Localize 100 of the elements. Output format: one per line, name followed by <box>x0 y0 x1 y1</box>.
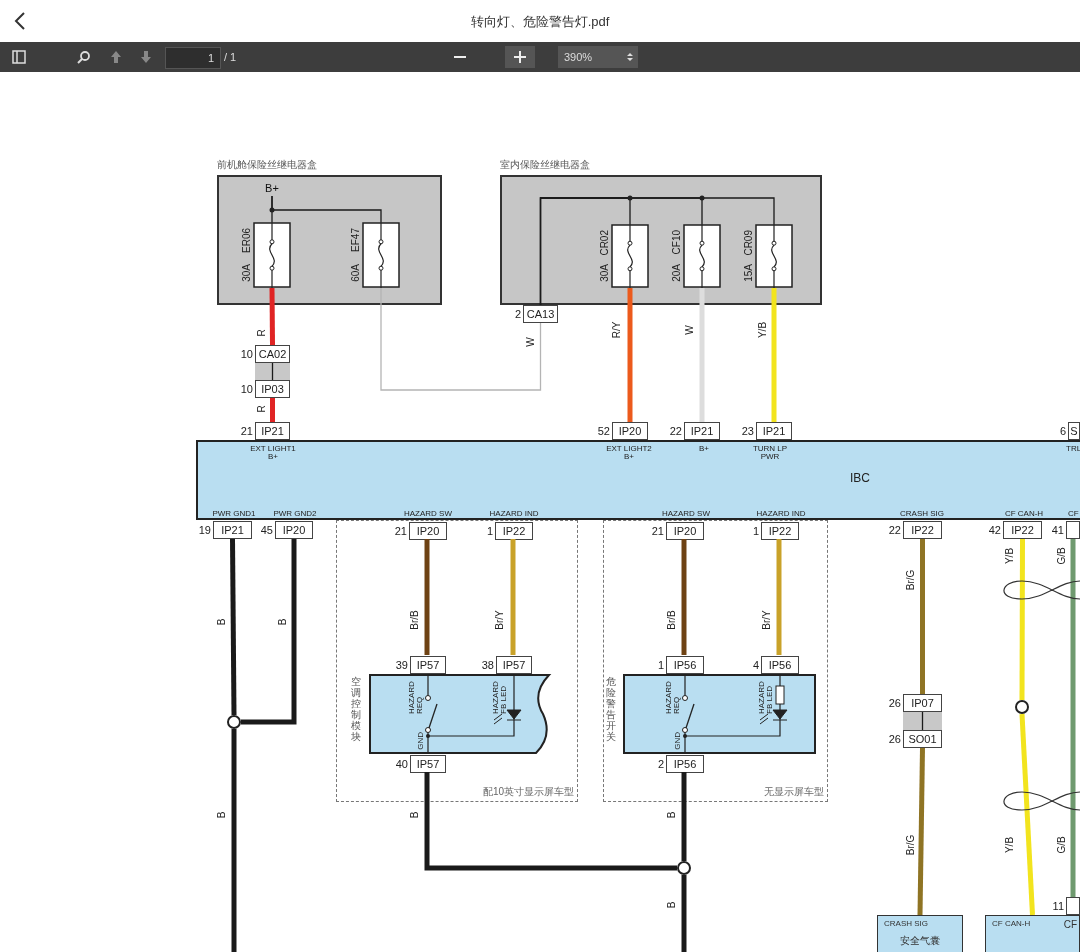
fuse-label: ER06 <box>240 228 252 253</box>
circuit-line <box>380 287 542 391</box>
pin-function-label: HAZARD IND <box>488 510 540 518</box>
option-group-frame <box>336 520 578 802</box>
pin-number: 4 <box>751 659 759 671</box>
wire <box>270 398 275 422</box>
box-title: 室内保险丝继电器盒 <box>500 158 590 172</box>
pin-number: 22 <box>887 524 901 536</box>
pin-function-label: TRL <box>1066 445 1080 453</box>
wire-color-label: Br/B <box>667 610 677 630</box>
wire-color-label: Br/Y <box>762 610 772 630</box>
wire <box>681 539 687 655</box>
fuse-label: 15A <box>742 264 754 282</box>
box-title: 前机舱保险丝继电器盒 <box>217 158 317 172</box>
wire-color-label: B <box>217 811 227 819</box>
module-name: 安全气囊 <box>900 934 940 948</box>
fuse-label: 20A <box>670 264 682 282</box>
pin-function-label: HAZARD FB LED <box>758 680 774 714</box>
pin-function-label: GND <box>417 732 425 750</box>
wire-color-label: Y/B <box>758 321 768 339</box>
pin-number: 26 <box>887 733 901 745</box>
connector-label: IP20 <box>275 521 313 539</box>
fuse-label: EF47 <box>349 228 361 252</box>
variant-note: 配10英寸显示屏车型 <box>482 785 574 799</box>
splice-point <box>677 861 691 875</box>
wire-color-label: R/Y <box>612 321 622 339</box>
connector-label: IP22 <box>495 522 533 540</box>
control-unit-band <box>196 440 1080 520</box>
pin-number: 1 <box>656 659 664 671</box>
wire <box>771 288 777 422</box>
pin-number: 23 <box>740 425 754 437</box>
pin-number: 22 <box>668 425 682 437</box>
wire-color-label: R <box>257 405 267 413</box>
wire-color-label: B <box>667 811 677 819</box>
pin-number: 42 <box>987 524 1001 536</box>
module-name: 空调控制模块 <box>351 676 361 742</box>
pin-number: 21 <box>393 525 407 537</box>
zoom-select: 390% <box>558 46 638 68</box>
pin-function-label: HAZARD FB LED <box>492 680 508 714</box>
connector-label: IP56 <box>761 656 799 674</box>
splice-point <box>227 715 241 729</box>
module-box <box>985 915 1080 952</box>
wire <box>681 772 687 861</box>
circuit-line <box>921 711 924 731</box>
wire-color-label: B <box>217 618 227 626</box>
fuse-label: 30A <box>240 264 252 282</box>
variant-note: 无显示屏车型 <box>764 785 824 799</box>
power-label: B+ <box>262 182 282 194</box>
module-name: 危险警告开关 <box>606 676 616 742</box>
pin-function-label: TURN LP PWR <box>751 445 789 461</box>
pin-function-label: HAZARD SW <box>661 510 711 518</box>
fuse-label: 60A <box>349 264 361 282</box>
wire <box>681 875 687 952</box>
wire <box>1019 713 1035 916</box>
wire <box>917 747 925 916</box>
connector-label: IP57 <box>410 755 446 773</box>
wire-color-label: Br/Y <box>495 610 505 630</box>
pin-function-label: CF CAN-H <box>1003 510 1045 518</box>
connector-label: IP21 <box>684 422 720 440</box>
connector-label: IP20 <box>409 522 447 540</box>
wire-color-label: G/B <box>1057 547 1067 565</box>
pin-number: 40 <box>394 758 408 770</box>
pin-function-label: EXT LIGHT1 B+ <box>249 445 297 461</box>
wire-color-label: Br/G <box>906 569 916 591</box>
connector-label: IP21 <box>213 521 252 539</box>
pin-function-label: HAZARD SW <box>403 510 453 518</box>
wire-color-label: B <box>667 901 677 909</box>
pin-number: 10 <box>239 383 253 395</box>
pin-number: 2 <box>656 758 664 770</box>
pin-number: 45 <box>259 524 273 536</box>
pin-function-label: CF <box>1068 510 1080 518</box>
pin-number: 21 <box>239 425 253 437</box>
wire <box>1070 539 1076 897</box>
connector-label: IP20 <box>666 522 704 540</box>
pin-function-label: EXT LIGHT2 B+ <box>605 445 653 461</box>
wire-color-label: Y/B <box>1005 547 1015 565</box>
pin-number: 21 <box>650 525 664 537</box>
wire-color-label: Y/B <box>1005 836 1015 854</box>
pin-number: 10 <box>239 348 253 360</box>
wire <box>920 539 925 694</box>
connector-label: IP07 <box>903 694 942 712</box>
wire <box>269 288 275 345</box>
wire-color-label: Br/B <box>410 610 420 630</box>
wire-color-label: G/B <box>1057 836 1067 854</box>
module-name: CF <box>1063 919 1077 930</box>
option-group-frame <box>603 520 828 802</box>
pin-number: 52 <box>596 425 610 437</box>
pin-number: 39 <box>394 659 408 671</box>
splice-point <box>1015 700 1029 714</box>
wire-color-label: B <box>278 618 288 626</box>
connector-label: IP22 <box>761 522 799 540</box>
pin-number: 26 <box>887 697 901 709</box>
wire-color-label: R <box>257 329 267 337</box>
wire <box>776 539 782 655</box>
wire-color-label: W <box>526 337 536 347</box>
wire <box>230 538 237 716</box>
connector-label: IP22 <box>1003 521 1042 539</box>
wire-color-label: W <box>685 325 695 335</box>
wire <box>424 772 677 871</box>
circuit-line <box>271 362 274 381</box>
